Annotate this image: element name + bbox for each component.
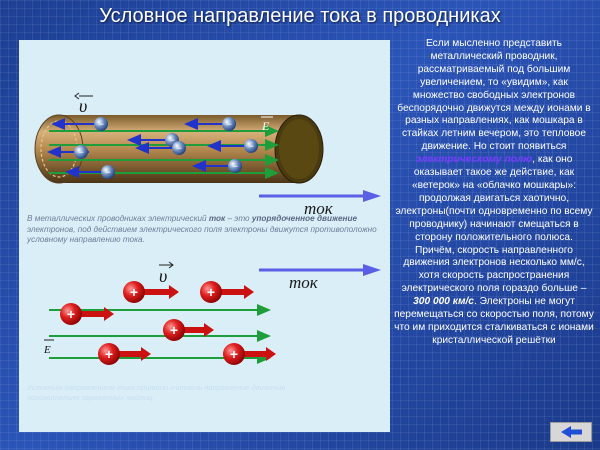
ion: + <box>98 343 120 365</box>
conductor-caption: В металлических проводниках электрически… <box>27 214 387 246</box>
ion: + <box>123 281 145 303</box>
svg-text:−: − <box>176 144 182 155</box>
explanation-text: Если мысленно представить металлический … <box>394 38 594 348</box>
back-button[interactable] <box>550 422 592 442</box>
svg-text:+: + <box>207 284 215 300</box>
svg-text:E: E <box>43 344 51 356</box>
svg-text:ток: ток <box>289 273 319 292</box>
highlighted-term: электрическому полю <box>415 154 533 166</box>
explanation-part: . Электроны не могут перемещаться со ско… <box>394 296 594 346</box>
current-arrow-lower: ток <box>259 264 381 292</box>
svg-text:ток: ток <box>304 199 334 218</box>
caption-text: электронов, под действием электрического… <box>27 224 377 245</box>
ion: + <box>163 319 185 341</box>
positive-ions: + + + + + + <box>60 281 245 365</box>
caption-bold-term: ток <box>208 214 226 223</box>
svg-text:E: E <box>261 119 270 133</box>
svg-text:+: + <box>130 284 138 300</box>
convention-caption: Условным направлением тока принято счита… <box>27 383 286 402</box>
svg-text:+: + <box>170 322 178 338</box>
explanation-part: , как оно оказывает такое же действие, к… <box>395 154 593 295</box>
ion: + <box>60 303 82 325</box>
field-symbol-lower: E <box>43 339 54 356</box>
electron: − <box>222 117 236 131</box>
caption-bold-term: упорядоченное движение <box>251 214 358 223</box>
emphasized-value: 300 000 км/с <box>413 296 474 308</box>
svg-text:−: − <box>105 168 111 179</box>
electron: − <box>94 117 108 131</box>
ion: + <box>200 281 222 303</box>
electron: − <box>101 165 115 179</box>
left-arrow-icon <box>561 426 582 438</box>
electron: − <box>74 145 88 159</box>
svg-text:−: − <box>232 162 238 173</box>
page-title: Условное направление тока в проводниках <box>99 5 501 27</box>
illustration-panel: − − − − − − − − υ E ток <box>19 40 390 432</box>
svg-text:−: − <box>98 120 104 131</box>
electrons: − − − − − − − − <box>74 117 258 179</box>
velocity-symbol-lower: υ <box>159 261 174 286</box>
field-symbol-upper: E <box>261 116 273 133</box>
svg-text:−: − <box>226 120 232 131</box>
current-arrow-upper: ток <box>259 190 381 218</box>
ion: + <box>223 343 245 365</box>
svg-text:−: − <box>78 148 84 159</box>
svg-text:+: + <box>67 306 75 322</box>
electron: − <box>244 139 258 153</box>
electron: − <box>172 141 186 155</box>
caption-text: В металлических проводниках электрически… <box>27 214 209 223</box>
svg-text:−: − <box>169 136 175 147</box>
ion-arrows <box>79 285 276 361</box>
caption-text: – это <box>225 214 252 223</box>
electron-arrows <box>47 118 247 178</box>
svg-text:+: + <box>230 346 238 362</box>
svg-text:υ: υ <box>79 96 87 116</box>
velocity-symbol-upper: υ <box>74 92 93 116</box>
electron: − <box>228 159 242 173</box>
svg-text:υ: υ <box>159 266 167 286</box>
conductor-diagram: − − − − − − − − υ E ток <box>34 92 381 365</box>
svg-text:−: − <box>248 142 254 153</box>
explanation-part: Если мысленно представить металлический … <box>397 38 591 153</box>
svg-text:+: + <box>105 346 113 362</box>
